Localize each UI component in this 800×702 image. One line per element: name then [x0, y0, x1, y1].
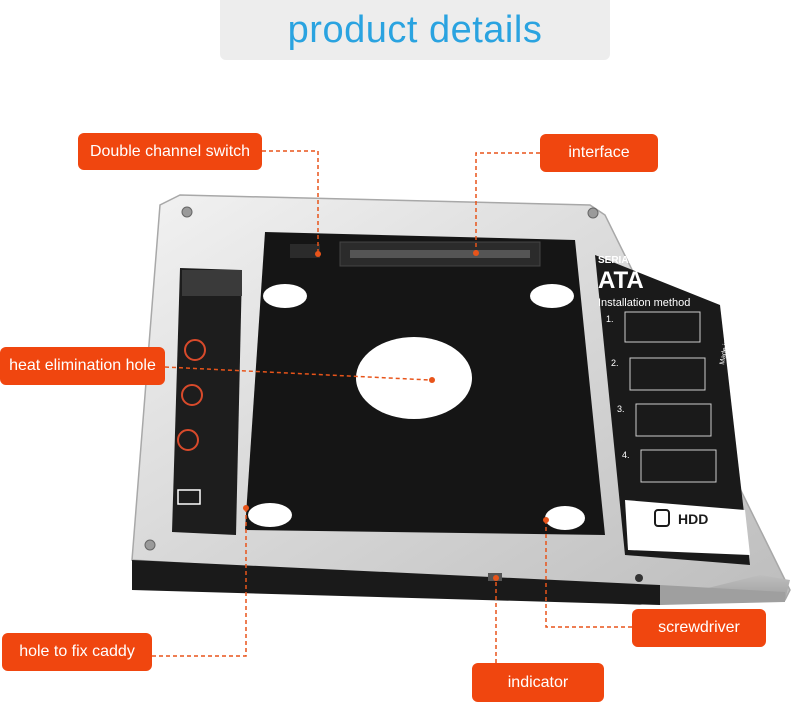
screw-top-right	[587, 207, 599, 219]
double-channel-switch-shape	[290, 244, 320, 258]
leader-lines	[152, 150, 632, 663]
step-illustration-1	[624, 311, 701, 343]
callout-screwdriver-label: screwdriver	[658, 619, 740, 636]
sticker-serial: SERIAL	[598, 255, 635, 266]
tray-cutout-top-left	[263, 284, 307, 308]
callout-heat-elimination-hole: heat elimination hole	[0, 347, 165, 385]
tray-cutout-bottom-right	[545, 506, 585, 530]
leader-interface	[475, 152, 540, 253]
title-banner: product details	[220, 0, 610, 60]
book-icon	[177, 489, 201, 505]
step-illustration-2	[629, 357, 706, 391]
dot-double-channel	[315, 251, 321, 257]
installation-sticker	[595, 255, 750, 565]
warning-icon-2	[181, 384, 203, 406]
installation-sticker-white-base	[625, 500, 750, 555]
sticker-step-1: 1.	[606, 314, 614, 324]
dot-indicator	[493, 575, 499, 581]
sticker-hdd: HDD	[678, 511, 708, 527]
callout-heat-elimination-hole-label: heat elimination hole	[9, 357, 156, 374]
sticker-step-2: 2.	[611, 358, 619, 368]
dot-heat-hole	[429, 377, 435, 383]
heat-elimination-hole-shape	[356, 337, 472, 419]
callout-interface-label: interface	[568, 144, 630, 161]
caddy-side-rail	[660, 585, 785, 605]
caddy-front-face	[132, 560, 660, 605]
tray-cutout-top-right	[530, 284, 574, 308]
callout-screwdriver: screwdriver	[632, 609, 766, 647]
warning-icon-3	[177, 429, 199, 451]
tray-cutout-bottom-left	[248, 503, 292, 527]
step-illustration-3	[635, 403, 712, 437]
callout-hole-to-fix-caddy-label: hole to fix caddy	[19, 643, 135, 660]
callout-interface: interface	[540, 134, 658, 172]
leader-screwdriver	[545, 520, 632, 628]
front-screw	[635, 574, 643, 582]
leader-heat-hole	[164, 366, 431, 381]
leader-double-channel	[262, 150, 319, 254]
callout-double-channel-switch-label: Double channel switch	[89, 142, 251, 160]
sticker-step-3: 3.	[617, 404, 625, 414]
leader-dots	[243, 250, 549, 581]
left-sticker-top	[182, 270, 242, 296]
sata-connector-pins	[350, 250, 530, 258]
leader-hole-to-fix	[152, 508, 247, 657]
screw-top-left	[181, 206, 193, 218]
callout-indicator-label: indicator	[507, 673, 569, 691]
screw-bottom-left	[144, 539, 156, 551]
sticker-installation-method: Installation method	[598, 297, 690, 309]
dot-hole-to-fix	[243, 505, 249, 511]
sticker-ata: ATA	[598, 267, 644, 294]
sticker-step-4: 4.	[622, 450, 630, 460]
step-illustration-4	[640, 449, 717, 483]
callout-hole-to-fix-caddy: hole to fix caddy	[2, 633, 152, 671]
left-warning-sticker	[172, 268, 242, 535]
warning-icon-1	[184, 339, 206, 361]
callout-indicator: indicator	[472, 663, 604, 702]
dot-interface	[473, 250, 479, 256]
dot-screwdriver	[543, 517, 549, 523]
hdd-icon	[654, 509, 670, 527]
page-title: product details	[287, 8, 543, 51]
callout-double-channel-switch: Double channel switch	[78, 133, 262, 170]
